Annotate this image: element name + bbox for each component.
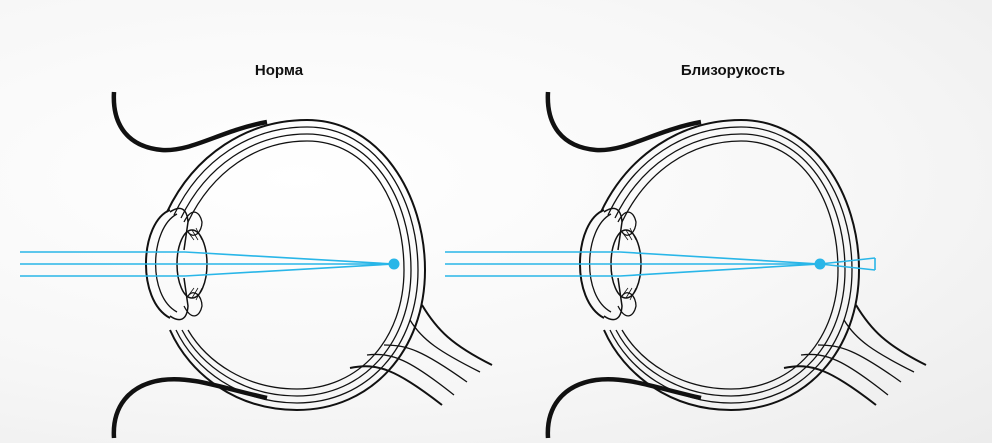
title-normal: Норма <box>254 62 304 79</box>
light-rays-normal <box>20 251 395 277</box>
eye-normal <box>114 92 492 438</box>
focal-point-normal <box>388 258 400 270</box>
eye-myopia <box>548 92 926 438</box>
title-myopia: Близорукость <box>680 62 786 79</box>
light-rays-myopia <box>445 251 876 277</box>
focal-point-myopia <box>814 258 826 270</box>
